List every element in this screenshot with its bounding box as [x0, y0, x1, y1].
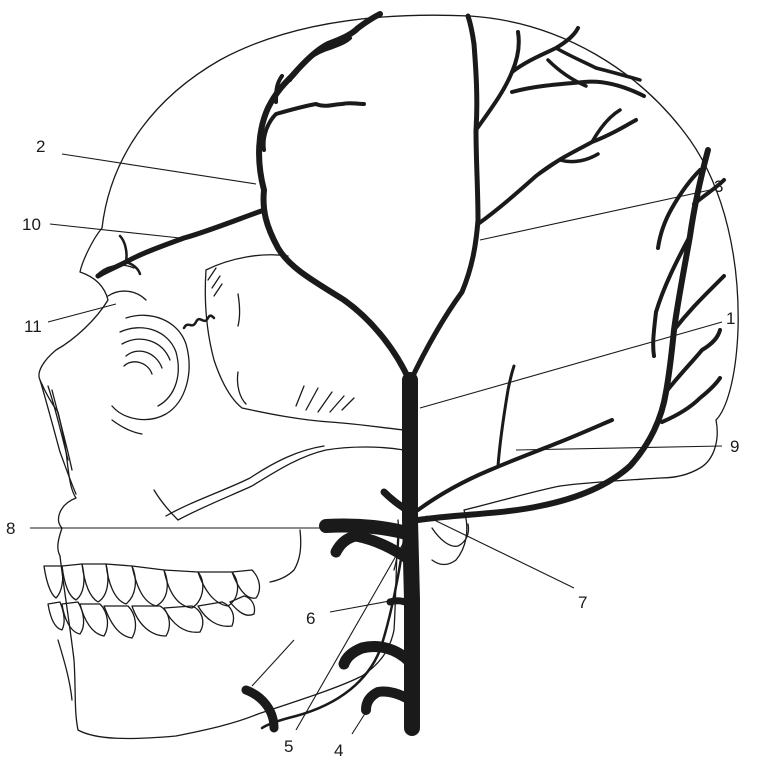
infraorbital-squiggle [184, 316, 214, 328]
supraorbital-branch [98, 210, 264, 276]
nasal-bone [40, 380, 76, 494]
label-1: 1 [726, 309, 735, 328]
frontal-sub-3 [264, 103, 364, 150]
label-11: 11 [24, 317, 42, 336]
mental-branch [246, 690, 274, 728]
parietal-sub-1 [476, 32, 519, 130]
lower-teeth [48, 596, 255, 638]
label-2: 2 [36, 137, 45, 156]
mandible-ramus [270, 530, 301, 582]
vessels [98, 14, 724, 728]
sphenoid-detail [208, 268, 246, 404]
label-3: 3 [714, 177, 723, 196]
facial-artery [262, 540, 404, 728]
maxilla-line [112, 420, 142, 434]
leader-6 [252, 640, 294, 686]
parietal-sub-3 [478, 120, 636, 224]
leader-1 [420, 322, 722, 408]
parietal-branch [410, 16, 478, 382]
label-6: 6 [306, 609, 315, 628]
frontal-branch [259, 14, 410, 382]
leader-2 [62, 154, 256, 184]
occipital-branch [418, 150, 708, 520]
frontal-sub-1 [290, 38, 350, 80]
label-4: 4 [334, 741, 343, 760]
label-7: 7 [578, 593, 587, 612]
zygoma-lines [296, 386, 354, 412]
parietal-sub-2 [512, 28, 578, 72]
upper-teeth [44, 564, 259, 608]
orbit-inner [120, 328, 178, 406]
leader-7 [426, 516, 574, 588]
label-5: 5 [284, 737, 293, 756]
leader-11 [48, 304, 116, 322]
chin-line [58, 640, 72, 700]
label-10: 10 [22, 215, 41, 234]
posterior-auricular-sub [498, 366, 514, 466]
label-9: 9 [730, 437, 739, 456]
zygomatic-arch [154, 446, 404, 520]
leader-3 [480, 190, 710, 240]
leader-10 [50, 224, 180, 238]
label-8: 8 [6, 519, 15, 538]
maxillary-branch [326, 525, 410, 534]
parietal-sub-6 [536, 48, 640, 176]
leader-5 [296, 542, 404, 730]
temporal-fossa [205, 255, 404, 430]
